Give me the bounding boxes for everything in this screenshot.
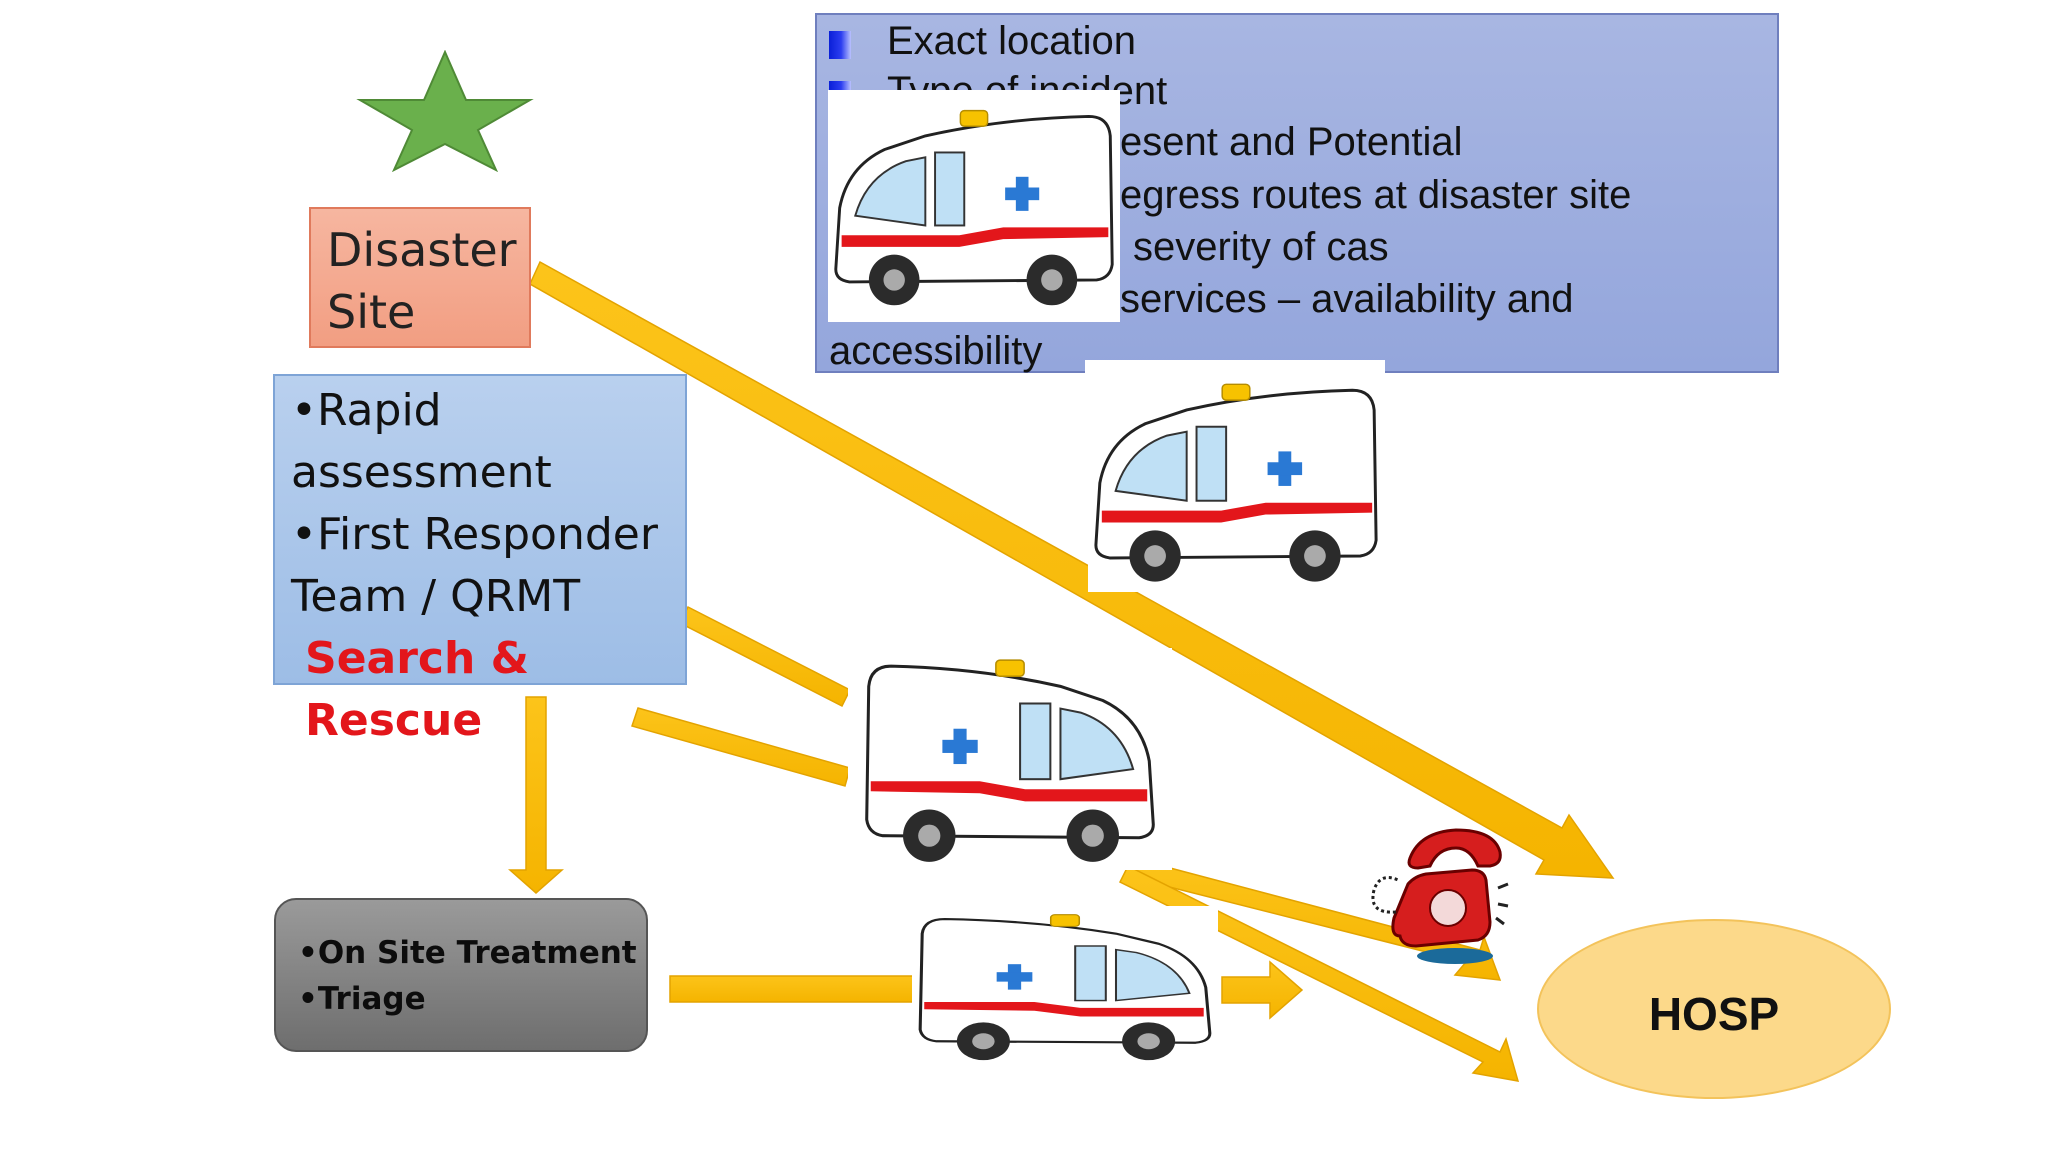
disaster-site-line2: Site [327, 285, 416, 339]
info-line-location: Exact location [887, 19, 1137, 63]
star-icon [356, 50, 534, 172]
info-line-accessibility: accessibility [829, 329, 1043, 373]
assessment-line1: •Rapid [291, 385, 442, 436]
hospital-node: HOSP [1537, 919, 1891, 1099]
treatment-line2: •Triage [298, 981, 426, 1017]
info-line-severity: severity of cas [1133, 225, 1389, 269]
treatment-line1: •On Site Treatment [298, 935, 637, 971]
arrow-assess-to-ambulance-2 [631, 707, 851, 787]
bullet-square-icon [829, 31, 851, 59]
assessment-line3: •First Responder [291, 509, 658, 560]
arrow-ambulance-forward [1221, 960, 1304, 1020]
treatment-box: •On Site Treatment •Triage [274, 898, 648, 1052]
hospital-label: HOSP [1648, 988, 1780, 1040]
arrow-assess-to-ambulance-1 [678, 605, 852, 708]
arrow-disaster-to-hosp [529, 260, 1615, 879]
assessment-line4: Team / QRMT [291, 571, 581, 622]
search-rescue-label: Search & Rescue [305, 633, 530, 746]
disaster-site-box: Disaster Site [309, 207, 531, 348]
assessment-box: •Rapid assessment •First Responder Team … [273, 374, 687, 746]
assessment-line2: assessment [291, 447, 552, 498]
ambulance-icon [1088, 370, 1384, 592]
arrow-ambulance-to-phone [1133, 859, 1502, 981]
info-line-routes: egress routes at disaster site [1120, 173, 1632, 217]
info-line-services: services – availability and [1120, 277, 1574, 321]
arrow-treatment-to-ambulance [669, 975, 923, 1003]
disaster-site-line1: Disaster [327, 223, 517, 277]
telephone-icon [1371, 828, 1509, 964]
ambulance-icon [848, 648, 1172, 870]
ambulance-icon [828, 90, 1120, 322]
ambulance-icon [912, 906, 1218, 1066]
info-line-hazards: esent and Potential [1120, 120, 1463, 164]
arrow-assess-to-treatment [508, 696, 564, 895]
